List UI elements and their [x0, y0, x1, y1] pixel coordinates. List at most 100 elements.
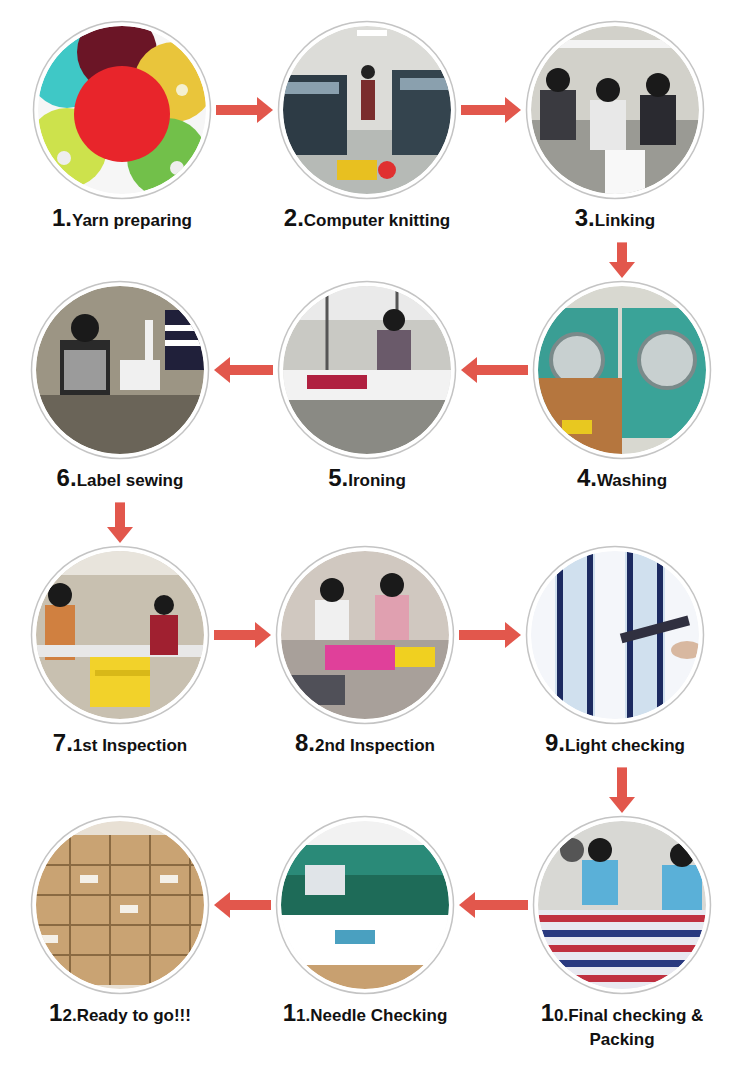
- cartons-photo: [30, 815, 210, 995]
- inspection-photo: [325, 645, 395, 670]
- step-label: 1.Yarn preparing: [52, 202, 192, 234]
- inspection-photo: [90, 657, 150, 707]
- lightbox-photo: [657, 545, 663, 725]
- ironing-photo: [377, 330, 411, 370]
- inspection-photo: [375, 595, 409, 640]
- process-step: 3.Linking: [527, 26, 703, 234]
- washing-photo: [532, 280, 712, 460]
- lightbox-photo: [587, 545, 593, 725]
- photo-frames: [529, 24, 701, 196]
- knitting-photo: [361, 65, 375, 79]
- inspection-photo: [275, 545, 455, 725]
- step-label: 7.1st Inspection: [53, 727, 187, 759]
- photo-frames: [527, 22, 704, 199]
- cartons-photo: [160, 875, 178, 883]
- sewing-photo: [120, 360, 160, 390]
- inspection-photo: [285, 675, 345, 705]
- lightbox-photo: [525, 545, 705, 725]
- process-step: 2.Computer knitting: [278, 26, 457, 234]
- needle-detector-photo: [305, 865, 345, 895]
- ironing-photo: [277, 370, 457, 400]
- linking-photo: [646, 73, 670, 97]
- step-label: 3.Linking: [575, 202, 655, 234]
- photo-frames: [36, 24, 208, 196]
- linking-photo: [525, 20, 705, 200]
- step-label: 11.Needle Checking: [283, 997, 448, 1029]
- step-label: 2.Computer knitting: [284, 202, 450, 234]
- linking-photo: [540, 90, 576, 140]
- lightbox-photo: [555, 545, 595, 725]
- packing-photo: [532, 815, 712, 995]
- linking-photo: [525, 20, 705, 200]
- ironing-photo: [383, 309, 405, 331]
- inspection-photo: [48, 583, 72, 607]
- ironing-photo: [277, 280, 457, 460]
- inspection-photo: [154, 595, 174, 615]
- photo-frames: [536, 284, 708, 456]
- photo-frame: [36, 286, 204, 454]
- knitting-photo: [277, 20, 462, 200]
- photo-frames: [279, 549, 451, 721]
- linking-photo: [605, 150, 645, 195]
- process-step: 10.Final checking & Packing: [521, 821, 723, 1052]
- packing-photo: [532, 930, 712, 937]
- process-step: 6.Label sewing: [32, 286, 208, 494]
- photo-frame: [538, 821, 706, 989]
- inspection-photo: [30, 545, 210, 725]
- sewing-photo: [145, 320, 153, 360]
- washing-photo: [639, 332, 695, 388]
- flow-arrow: [617, 767, 627, 797]
- linking-photo: [640, 95, 676, 145]
- packing-photo: [532, 815, 712, 995]
- packing-photo: [532, 945, 712, 952]
- photo-frames: [527, 547, 704, 724]
- flow-arrow: [459, 630, 505, 640]
- photo-frames: [279, 22, 456, 199]
- yarn-photo: [176, 84, 188, 96]
- sewing-photo: [30, 280, 210, 460]
- photo-frames: [534, 282, 711, 459]
- photo-frames: [34, 22, 211, 199]
- knitting-photo: [285, 82, 339, 94]
- step-label: 6.Label sewing: [57, 462, 184, 494]
- needle-detector-photo: [275, 915, 455, 995]
- packing-photo: [582, 860, 618, 905]
- inspection-photo: [320, 578, 344, 602]
- lightbox-photo: [525, 545, 705, 725]
- inspection-photo: [315, 600, 349, 645]
- linking-photo: [546, 68, 570, 92]
- process-step: 9.Light checking: [527, 551, 703, 759]
- packing-photo: [532, 915, 712, 922]
- flow-arrow: [475, 900, 528, 910]
- photo-frames: [279, 282, 456, 459]
- flow-arrow: [230, 365, 273, 375]
- photo-frames: [34, 284, 206, 456]
- photo-frames: [34, 549, 206, 721]
- knitting-photo: [337, 160, 377, 180]
- photo-frame: [36, 551, 204, 719]
- inspection-photo: [30, 545, 210, 725]
- inspection-photo: [150, 615, 178, 655]
- photo-frames: [281, 284, 453, 456]
- photo-frames: [32, 22, 711, 994]
- sewing-photo: [60, 340, 110, 400]
- lightbox-photo: [525, 545, 705, 725]
- photo-frames: [281, 24, 453, 196]
- washing-photo: [532, 280, 712, 460]
- process-step: 7.1st Inspection: [32, 551, 208, 759]
- process-step: 5.Ironing: [279, 286, 455, 494]
- flow-arrow: [214, 630, 255, 640]
- flow-arrow: [461, 105, 505, 115]
- needle-detector-photo: [275, 845, 455, 875]
- photo-frames: [277, 547, 454, 724]
- yarn-photo: [57, 151, 71, 165]
- inspection-photo: [95, 670, 150, 676]
- yarn-photo: [27, 12, 214, 200]
- linking-photo: [590, 100, 626, 150]
- photo-frame: [538, 286, 706, 454]
- inspection-photo: [380, 573, 404, 597]
- inspection-photo: [275, 545, 455, 725]
- process-step: 1.Yarn preparing: [34, 26, 210, 234]
- photo-frame: [36, 821, 204, 989]
